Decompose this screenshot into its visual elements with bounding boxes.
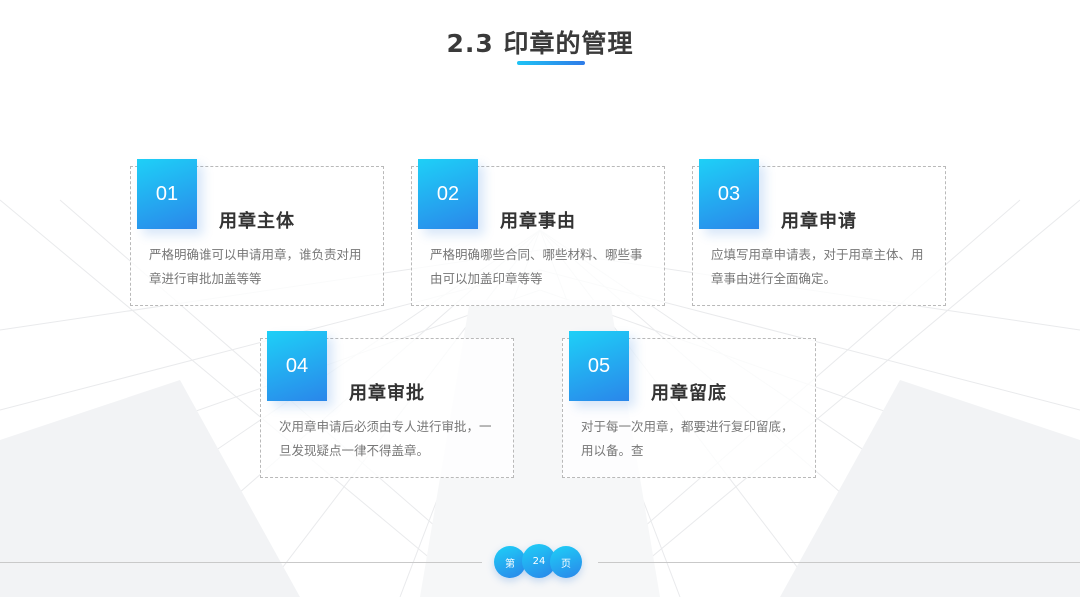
footer-line-left — [0, 562, 482, 563]
card-number-badge: 02 — [418, 159, 478, 229]
card-description: 严格明确哪些合同、哪些材料、哪些事由可以加盖印章等等 — [430, 247, 643, 286]
card-number-badge: 05 — [569, 331, 629, 401]
card-title: 用章留底 — [651, 383, 727, 404]
card-title: 用章申请 — [781, 211, 857, 232]
page-title: 2.3 印章的管理 — [446, 29, 634, 58]
card-description: 次用章申请后必须由专人进行审批，一旦发现疑点一律不得盖章。 — [279, 419, 492, 458]
card-number-badge: 03 — [699, 159, 759, 229]
card-seal-subject: 01 用章主体 严格明确谁可以申请用章，谁负责对用章进行审批加盖等等 — [130, 159, 384, 306]
card-title: 用章审批 — [349, 383, 425, 404]
card-description: 对于每一次用章，都要进行复印留底，用以备。查 — [581, 419, 794, 458]
card-seal-reason: 02 用章事由 严格明确哪些合同、哪些材料、哪些事由可以加盖印章等等 — [411, 159, 665, 306]
card-number-badge: 01 — [137, 159, 197, 229]
card-number-badge: 04 — [267, 331, 327, 401]
card-description: 应填写用章申请表，对于用章主体、用章事由进行全面确定。 — [711, 247, 924, 286]
title-underline — [517, 61, 585, 65]
page-prefix-dot: 第 — [494, 546, 526, 578]
card-seal-application: 03 用章申请 应填写用章申请表，对于用章主体、用章事由进行全面确定。 — [692, 159, 946, 306]
card-title: 用章主体 — [219, 211, 295, 232]
card-seal-approval: 04 用章审批 次用章申请后必须由专人进行审批，一旦发现疑点一律不得盖章。 — [260, 331, 514, 478]
page-suffix-dot: 页 — [550, 546, 582, 578]
card-description: 严格明确谁可以申请用章，谁负责对用章进行审批加盖等等 — [149, 247, 362, 286]
card-title: 用章事由 — [500, 211, 576, 232]
footer-line-right — [598, 562, 1080, 563]
card-seal-record: 05 用章留底 对于每一次用章，都要进行复印留底，用以备。查 — [562, 331, 816, 478]
